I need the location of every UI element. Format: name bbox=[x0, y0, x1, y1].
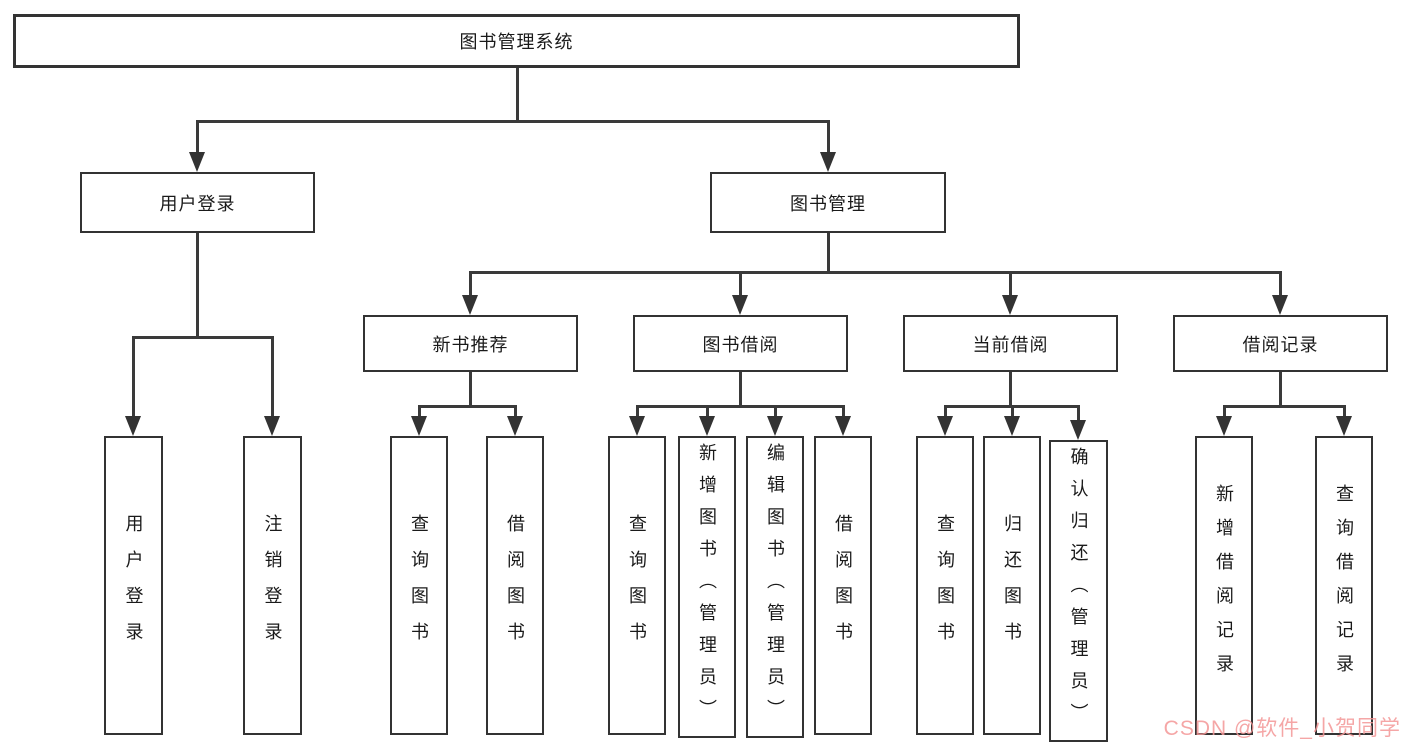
node-borrowing-records: 借阅记录 bbox=[1173, 315, 1388, 372]
leaf-logout: 注销登录 bbox=[243, 436, 302, 735]
connector-line bbox=[705, 406, 709, 416]
node-current-borrowing: 当前借阅 bbox=[903, 315, 1118, 372]
connector-line bbox=[131, 337, 135, 416]
arrow-down-icon bbox=[732, 295, 748, 315]
leaf-recommend-query-books: 查询图书 bbox=[390, 436, 448, 735]
arrow-down-icon bbox=[1070, 420, 1086, 440]
arrow-down-icon bbox=[835, 416, 851, 436]
connector-line bbox=[738, 272, 742, 295]
connector-line bbox=[417, 406, 421, 416]
connector-line bbox=[1278, 372, 1282, 406]
connector-line bbox=[468, 270, 1282, 274]
leaf-borrowing-borrow-books: 借阅图书 bbox=[814, 436, 872, 735]
connector-line bbox=[635, 406, 639, 416]
arrow-down-icon bbox=[1004, 416, 1020, 436]
arrow-down-icon bbox=[507, 416, 523, 436]
arrow-down-icon bbox=[462, 295, 478, 315]
leaf-records-add-record: 新增借阅记录 bbox=[1195, 436, 1253, 735]
arrow-down-icon bbox=[1336, 416, 1352, 436]
node-book-management-system: 图书管理系统 bbox=[13, 14, 1020, 68]
watermark: CSDN @软件_小贺同学 bbox=[1163, 717, 1401, 740]
arrow-down-icon bbox=[820, 152, 836, 172]
connector-line bbox=[841, 406, 845, 416]
connector-line bbox=[1008, 372, 1012, 406]
node-book-borrowing: 图书借阅 bbox=[633, 315, 848, 372]
leaf-borrowing-query-books: 查询图书 bbox=[608, 436, 666, 735]
leaf-user-login: 用户登录 bbox=[104, 436, 163, 735]
connector-line bbox=[943, 406, 947, 416]
connector-line bbox=[826, 121, 830, 152]
arrow-down-icon bbox=[125, 416, 141, 436]
leaf-borrowing-add-books-admin: 新增图书（管理员） bbox=[678, 436, 736, 738]
node-new-book-recommendation: 新书推荐 bbox=[363, 315, 578, 372]
connector-line bbox=[468, 272, 472, 295]
connector-line bbox=[513, 406, 517, 416]
connector-line bbox=[195, 119, 830, 123]
leaf-recommend-borrow-books: 借阅图书 bbox=[486, 436, 544, 735]
leaf-current-confirm-return-admin: 确认归还（管理员） bbox=[1049, 440, 1108, 742]
connector-line bbox=[1278, 272, 1282, 295]
connector-line bbox=[1076, 406, 1080, 420]
connector-line bbox=[515, 68, 519, 121]
connector-line bbox=[468, 372, 472, 406]
arrow-down-icon bbox=[767, 416, 783, 436]
connector-line bbox=[270, 337, 274, 416]
connector-line bbox=[635, 404, 845, 408]
connector-line bbox=[738, 372, 742, 406]
connector-line bbox=[1222, 404, 1346, 408]
connector-line bbox=[1342, 406, 1346, 416]
connector-line bbox=[1008, 272, 1012, 295]
node-book-management: 图书管理 bbox=[710, 172, 946, 233]
connector-line bbox=[826, 233, 830, 272]
arrow-down-icon bbox=[1216, 416, 1232, 436]
connector-line bbox=[195, 121, 199, 152]
connector-line bbox=[131, 335, 274, 339]
arrow-down-icon bbox=[189, 152, 205, 172]
arrow-down-icon bbox=[411, 416, 427, 436]
connector-line bbox=[417, 404, 517, 408]
leaf-borrowing-edit-books-admin: 编辑图书（管理员） bbox=[746, 436, 804, 738]
arrow-down-icon bbox=[699, 416, 715, 436]
leaf-current-return-books: 归还图书 bbox=[983, 436, 1041, 735]
arrow-down-icon bbox=[1002, 295, 1018, 315]
arrow-down-icon bbox=[937, 416, 953, 436]
connector-line bbox=[773, 406, 777, 416]
leaf-records-query-record: 查询借阅记录 bbox=[1315, 436, 1373, 735]
leaf-current-query-books: 查询图书 bbox=[916, 436, 974, 735]
connector-line bbox=[195, 233, 199, 337]
arrow-down-icon bbox=[264, 416, 280, 436]
arrow-down-icon bbox=[629, 416, 645, 436]
connector-line bbox=[1010, 406, 1014, 416]
arrow-down-icon bbox=[1272, 295, 1288, 315]
node-user-login: 用户登录 bbox=[80, 172, 315, 233]
connector-line bbox=[1222, 406, 1226, 416]
